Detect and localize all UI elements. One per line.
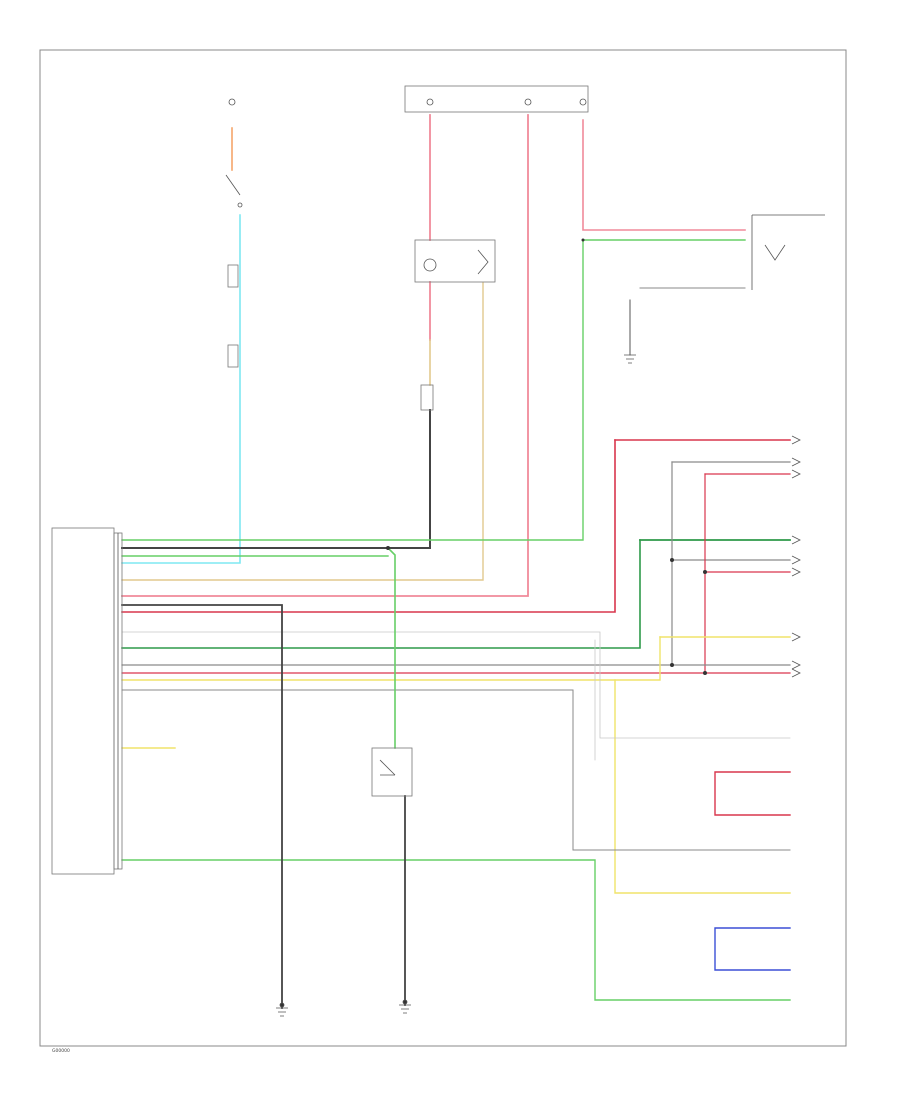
- fuse-1: [228, 98, 236, 106]
- right-connectors: [791, 435, 801, 678]
- ground-valve-dot: [402, 999, 408, 1005]
- wire-pink-fuse-c: [582, 119, 746, 231]
- wire-green-vert-mid: [386, 546, 396, 749]
- fuses: [228, 98, 587, 106]
- conn-r1: [791, 435, 801, 445]
- junction-4: [581, 238, 585, 242]
- wire-red-loop: [714, 771, 791, 816]
- rear-height-sensor: [751, 214, 825, 290]
- junction-5: [670, 558, 674, 562]
- solenoid-valve: [371, 747, 413, 797]
- conn-r6: [791, 567, 801, 577]
- conn-r3: [791, 469, 801, 479]
- wire-green-down-top: [121, 239, 584, 541]
- diagram-frame: [39, 49, 847, 1047]
- wire-yellow-down: [121, 636, 661, 681]
- conn-r9: [791, 668, 801, 678]
- fuse-3: [524, 98, 532, 106]
- solenoid-symbol: [379, 759, 396, 776]
- wires: [121, 114, 791, 1009]
- relay-box: [414, 239, 496, 283]
- fuse-2: [426, 98, 434, 106]
- ground-sensor: [624, 354, 636, 364]
- control-module: [51, 527, 123, 875]
- connector-lamp-2: [227, 344, 239, 368]
- switch-blade: [225, 174, 241, 196]
- wire-red-down: [121, 439, 616, 613]
- connector-lamp-1: [227, 264, 239, 288]
- wire-red-vert-2: [121, 473, 706, 674]
- junction-6: [703, 570, 707, 574]
- stop-lamp-switch: [225, 174, 243, 208]
- ground-valve: [399, 1004, 411, 1014]
- diode-box: [420, 384, 434, 411]
- ground-left: [276, 1007, 288, 1017]
- relay-contact: [477, 249, 489, 275]
- switch-contact: [237, 202, 243, 208]
- footer-code: G00000: [52, 1048, 70, 1054]
- wire-cyan-stop: [121, 214, 241, 564]
- conn-r5: [791, 555, 801, 565]
- junction-3: [703, 671, 707, 675]
- relay-coil: [423, 258, 437, 272]
- fuse-4: [579, 98, 587, 106]
- wire-dkgreen-down: [121, 539, 641, 649]
- junction-2: [670, 663, 674, 667]
- conn-r8: [791, 660, 801, 670]
- conn-r7: [791, 632, 801, 642]
- junction-1: [386, 546, 390, 550]
- wire-lgreen-bottom: [121, 859, 791, 1001]
- wire-gray-light-1: [121, 631, 791, 739]
- wire-blue-loop: [714, 927, 791, 971]
- wire-dkgray-ground-left: [121, 604, 283, 1009]
- wire-gray-front-right: [121, 689, 791, 851]
- wire-yellow-low: [614, 679, 791, 894]
- wire-tan-relay-out: [121, 282, 484, 581]
- fuse-box: [404, 85, 589, 113]
- wire-dkgray-diode: [121, 409, 431, 549]
- junctions: [386, 238, 707, 675]
- conn-r4: [791, 535, 801, 545]
- wire-pink-fuse-b: [121, 114, 529, 597]
- ground-left-dot: [279, 1002, 285, 1008]
- ground-symbols: [276, 354, 636, 1017]
- conn-r2: [791, 457, 801, 467]
- control-module-outline: [51, 527, 115, 875]
